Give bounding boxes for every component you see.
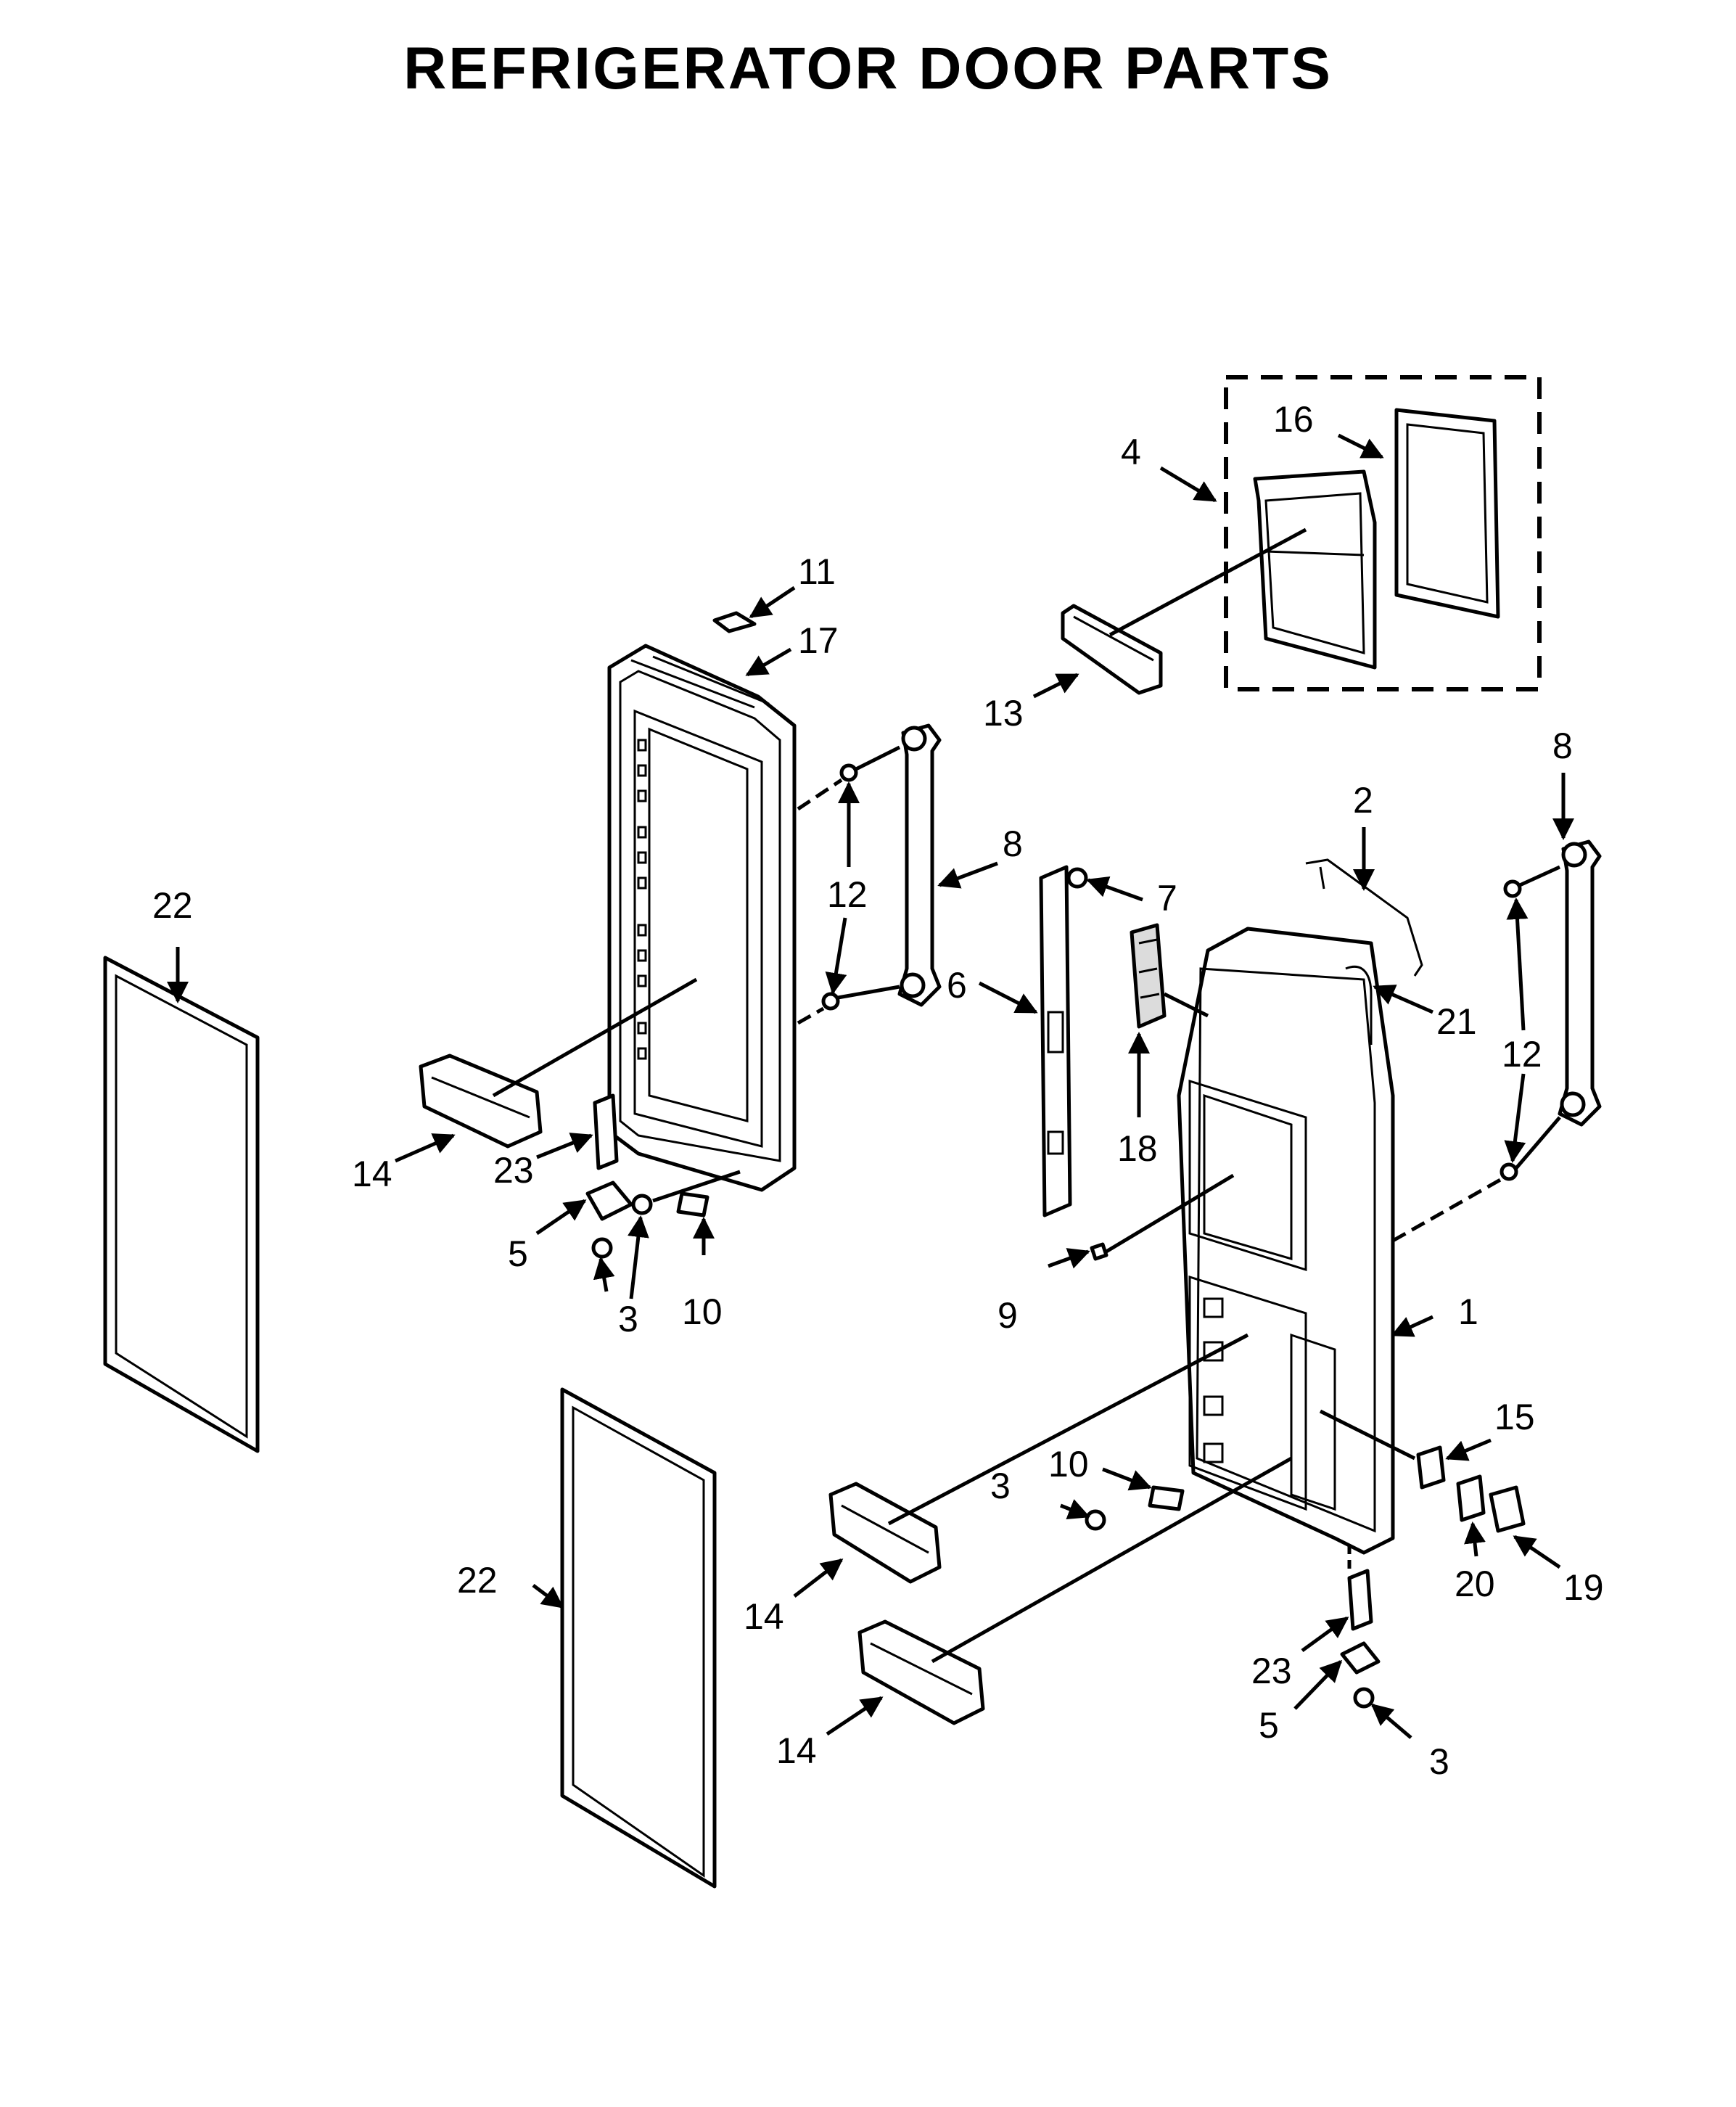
part-16-gasket xyxy=(1394,408,1500,619)
leader-8b-bottom xyxy=(1515,1116,1561,1170)
callout-22-left: 22 xyxy=(152,885,193,926)
leader-14c xyxy=(931,1456,1293,1664)
part-11-cap xyxy=(712,611,757,633)
leader-10a xyxy=(652,1170,741,1203)
leader-8a-bottom xyxy=(837,985,900,1000)
part-23-hinge-left xyxy=(593,1093,619,1170)
part-12-screw-bottom-right xyxy=(1500,1162,1518,1181)
callout-3-left: 3 xyxy=(618,1299,638,1339)
part-14-door-bin-mid xyxy=(828,1482,942,1584)
callout-12-left: 12 xyxy=(827,874,868,915)
callout-18: 18 xyxy=(1117,1128,1158,1169)
callout-15: 15 xyxy=(1494,1397,1535,1437)
leader-12a-bottom xyxy=(797,1006,825,1025)
callout-5-left: 5 xyxy=(508,1233,528,1274)
callout-6: 6 xyxy=(947,965,967,1006)
part-10-stop-left xyxy=(676,1191,709,1217)
part-23-hinge-right xyxy=(1347,1569,1373,1631)
part-4-panel xyxy=(1253,469,1377,670)
part-22-gasket-left xyxy=(103,956,260,1453)
sub-assembly-dashed-box xyxy=(1224,375,1542,691)
callout-13: 13 xyxy=(983,693,1024,734)
part-10-stop-right xyxy=(1148,1485,1185,1511)
callout-9: 9 xyxy=(997,1295,1018,1336)
callout-20: 20 xyxy=(1455,1564,1495,1604)
callout-5-right: 5 xyxy=(1259,1705,1279,1746)
callout-7: 7 xyxy=(1157,878,1177,919)
callout-3-right: 3 xyxy=(1429,1741,1449,1782)
part-3-screw-mid xyxy=(1085,1509,1106,1531)
callout-16: 16 xyxy=(1273,399,1314,440)
part-3-screw-left-b xyxy=(631,1194,653,1215)
callout-3-mid: 3 xyxy=(990,1466,1011,1506)
leader-15 xyxy=(1319,1409,1416,1461)
callout-23-left: 23 xyxy=(493,1150,534,1191)
callout-14-left: 14 xyxy=(352,1154,392,1194)
part-17-door-liner-left xyxy=(607,644,797,1192)
callout-19: 19 xyxy=(1563,1567,1604,1608)
callout-14-mid: 14 xyxy=(744,1596,784,1637)
leader-13-to-4 xyxy=(1108,527,1307,637)
callout-1: 1 xyxy=(1458,1291,1478,1332)
part-13-shelf-bin xyxy=(1061,604,1163,695)
callout-2: 2 xyxy=(1353,780,1373,821)
callout-17: 17 xyxy=(798,620,839,661)
part-19-cover xyxy=(1489,1485,1526,1533)
part-1-door-liner-right xyxy=(1177,927,1395,1555)
leader-12a-top xyxy=(797,778,843,811)
part-21-tube xyxy=(1345,966,1373,1045)
leader-18 xyxy=(1163,992,1209,1018)
part-3-screw-left-a xyxy=(591,1237,613,1259)
callout-8-right: 8 xyxy=(1552,726,1573,766)
part-5-bracket-left xyxy=(585,1180,633,1221)
part-12-screw-top-right xyxy=(1503,879,1522,898)
callout-14-bottom: 14 xyxy=(776,1730,817,1771)
callout-labels: 1 2 3 3 3 4 5 5 6 7 8 8 9 10 10 11 12 12… xyxy=(152,399,1604,1782)
part-12-screw-top-left xyxy=(839,763,858,782)
part-8-handle-left xyxy=(897,723,942,1007)
leader-9 xyxy=(1105,1173,1235,1254)
callout-21: 21 xyxy=(1436,1001,1477,1042)
part-3-screw-right xyxy=(1353,1687,1375,1709)
callout-8-left: 8 xyxy=(1003,824,1023,864)
callout-10-right: 10 xyxy=(1048,1444,1089,1484)
part-14-door-bin-bottom xyxy=(857,1619,985,1725)
part-12-screw-bottom-left xyxy=(821,992,840,1011)
part-9-clip xyxy=(1090,1242,1108,1261)
part-22-gasket-center xyxy=(560,1387,717,1889)
callout-23-right: 23 xyxy=(1251,1651,1292,1691)
page-title: REFRIGERATOR DOOR PARTS xyxy=(403,36,1333,102)
part-18-module xyxy=(1130,923,1167,1029)
part-20-bracket xyxy=(1456,1474,1486,1522)
leader-12b-bottom xyxy=(1391,1177,1503,1243)
callout-11: 11 xyxy=(798,551,836,592)
part-6-mullion xyxy=(1039,865,1072,1217)
leader-14a xyxy=(492,977,698,1098)
part-2-wire-harness xyxy=(1305,858,1423,977)
callout-22-center: 22 xyxy=(457,1560,498,1601)
leader-8a-top xyxy=(855,745,901,771)
callout-10-left: 10 xyxy=(682,1291,723,1332)
callout-arrows xyxy=(167,433,1574,1739)
part-7-screw xyxy=(1066,867,1088,889)
leader-8b-top xyxy=(1518,865,1561,887)
part-5-bracket-right xyxy=(1340,1641,1381,1675)
part-15-housing xyxy=(1416,1445,1446,1490)
part-8-handle-right xyxy=(1558,839,1602,1127)
part-14-door-bin-upper-left xyxy=(419,1054,543,1149)
leader-14b xyxy=(887,1333,1249,1526)
callout-12-right: 12 xyxy=(1502,1034,1542,1075)
callout-4: 4 xyxy=(1121,432,1141,472)
